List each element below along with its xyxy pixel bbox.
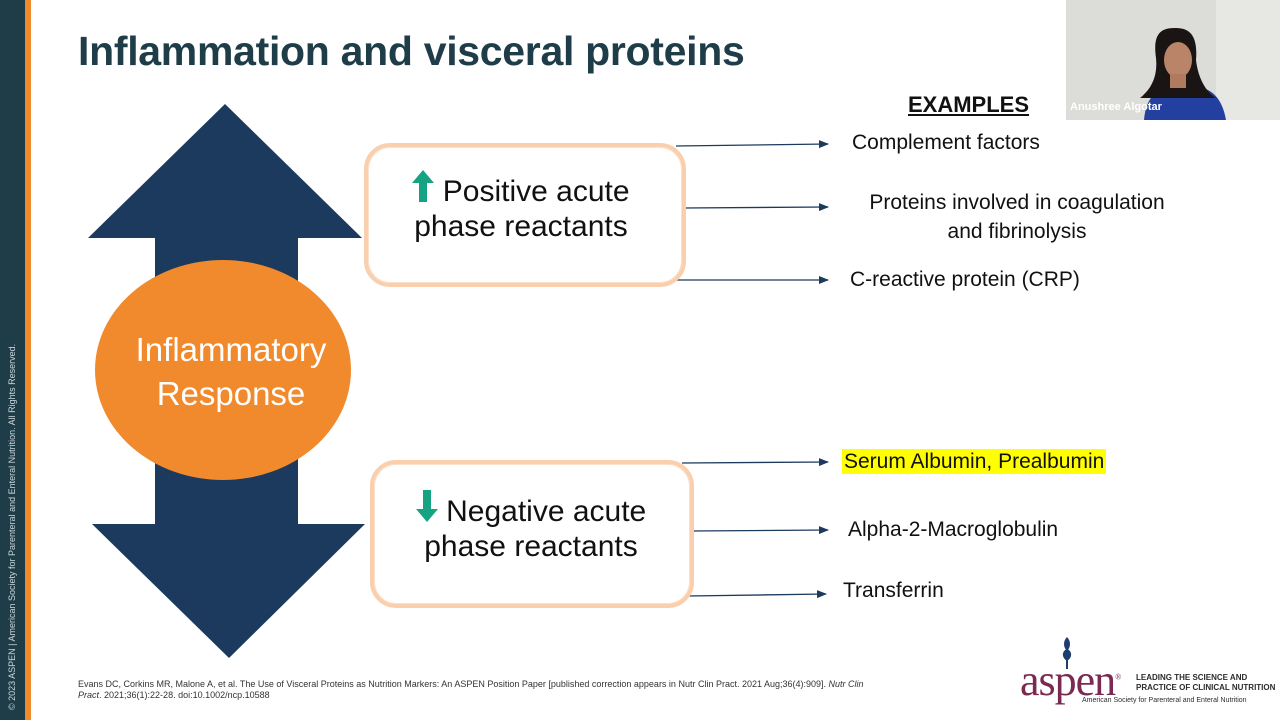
aspen-tagline: LEADING THE SCIENCE AND PRACTICE OF CLIN… <box>1136 673 1275 693</box>
citation-journal-part1: Nutr Clin <box>828 679 864 689</box>
aspen-tagline-line1: LEADING THE SCIENCE AND <box>1136 673 1248 682</box>
citation-text-part1: Evans DC, Corkins MR, Malone A, et al. T… <box>78 679 829 689</box>
positive-reactants-label: Positive acute phase reactants <box>370 170 672 244</box>
negative-label-line1: Negative acute <box>446 495 647 528</box>
inflammatory-label-line2: Response <box>156 375 306 412</box>
example-albumin: Serum Albumin, Prealbumin <box>842 449 1107 474</box>
inflammatory-ellipse <box>95 260 351 480</box>
down-arrow-icon <box>415 490 438 522</box>
citation-journal-part2: Pract <box>78 690 100 700</box>
connector-coagulation <box>683 203 829 212</box>
negative-reactants-label: Negative acute phase reactants <box>378 490 684 564</box>
example-coagulation-line2: and fibrinolysis <box>947 220 1087 243</box>
citation-text-part2: . 2021;36(1):22-28. doi:10.1002/ncp.1058… <box>99 690 270 700</box>
wheat-logo-icon <box>1062 637 1072 669</box>
example-coagulation: Proteins involved in coagulation and fib… <box>838 188 1196 246</box>
left-stripe <box>0 0 25 720</box>
registered-mark: ® <box>1115 672 1121 682</box>
aspen-subtitle: American Society for Parenteral and Ente… <box>1082 697 1247 704</box>
up-arrow-icon <box>412 170 435 202</box>
example-transferrin: Transferrin <box>843 579 944 602</box>
inflammatory-label-line1: Inflammatory <box>135 331 327 368</box>
slide-title: Inflammation and visceral proteins <box>78 28 745 74</box>
example-macroglobulin: Alpha-2-Macroglobulin <box>848 518 1059 541</box>
aspen-wordmark: aspen® <box>1020 655 1121 706</box>
left-accent-stripe <box>25 0 31 720</box>
aspen-tagline-line2: PRACTICE OF CLINICAL NUTRITION <box>1136 683 1276 692</box>
participant-name: Anushree Algotar <box>1070 101 1162 113</box>
negative-reactants-box <box>370 460 694 608</box>
example-crp: C-reactive protein (CRP) <box>850 268 1080 291</box>
aspen-word: aspen <box>1020 656 1116 705</box>
example-complement-factors: Complement factors <box>852 131 1040 154</box>
negative-label-line2: phase reactants <box>424 530 638 563</box>
connector-macroglobulin <box>691 526 829 535</box>
example-coagulation-line1: Proteins involved in coagulation <box>869 191 1165 214</box>
webcam-video-tile[interactable]: Anushree Algotar <box>1066 0 1280 120</box>
positive-reactants-box <box>364 143 686 287</box>
positive-label-line1: Positive acute <box>442 175 630 208</box>
connector-albumin <box>681 458 829 467</box>
citation: Evans DC, Corkins MR, Malone A, et al. T… <box>78 679 928 701</box>
examples-heading: EXAMPLES <box>908 92 1030 117</box>
connector-complement <box>675 140 829 149</box>
connector-transferrin <box>687 590 827 599</box>
inflammatory-response-label: Inflammatory Response <box>100 328 362 416</box>
participant-video-icon <box>1066 0 1280 120</box>
aspen-logo: aspen® LEADING THE SCIENCE AND PRACTICE … <box>1020 635 1275 706</box>
positive-label-line2: phase reactants <box>414 210 628 243</box>
highlighted-text: Serum Albumin, Prealbumin <box>842 449 1107 474</box>
